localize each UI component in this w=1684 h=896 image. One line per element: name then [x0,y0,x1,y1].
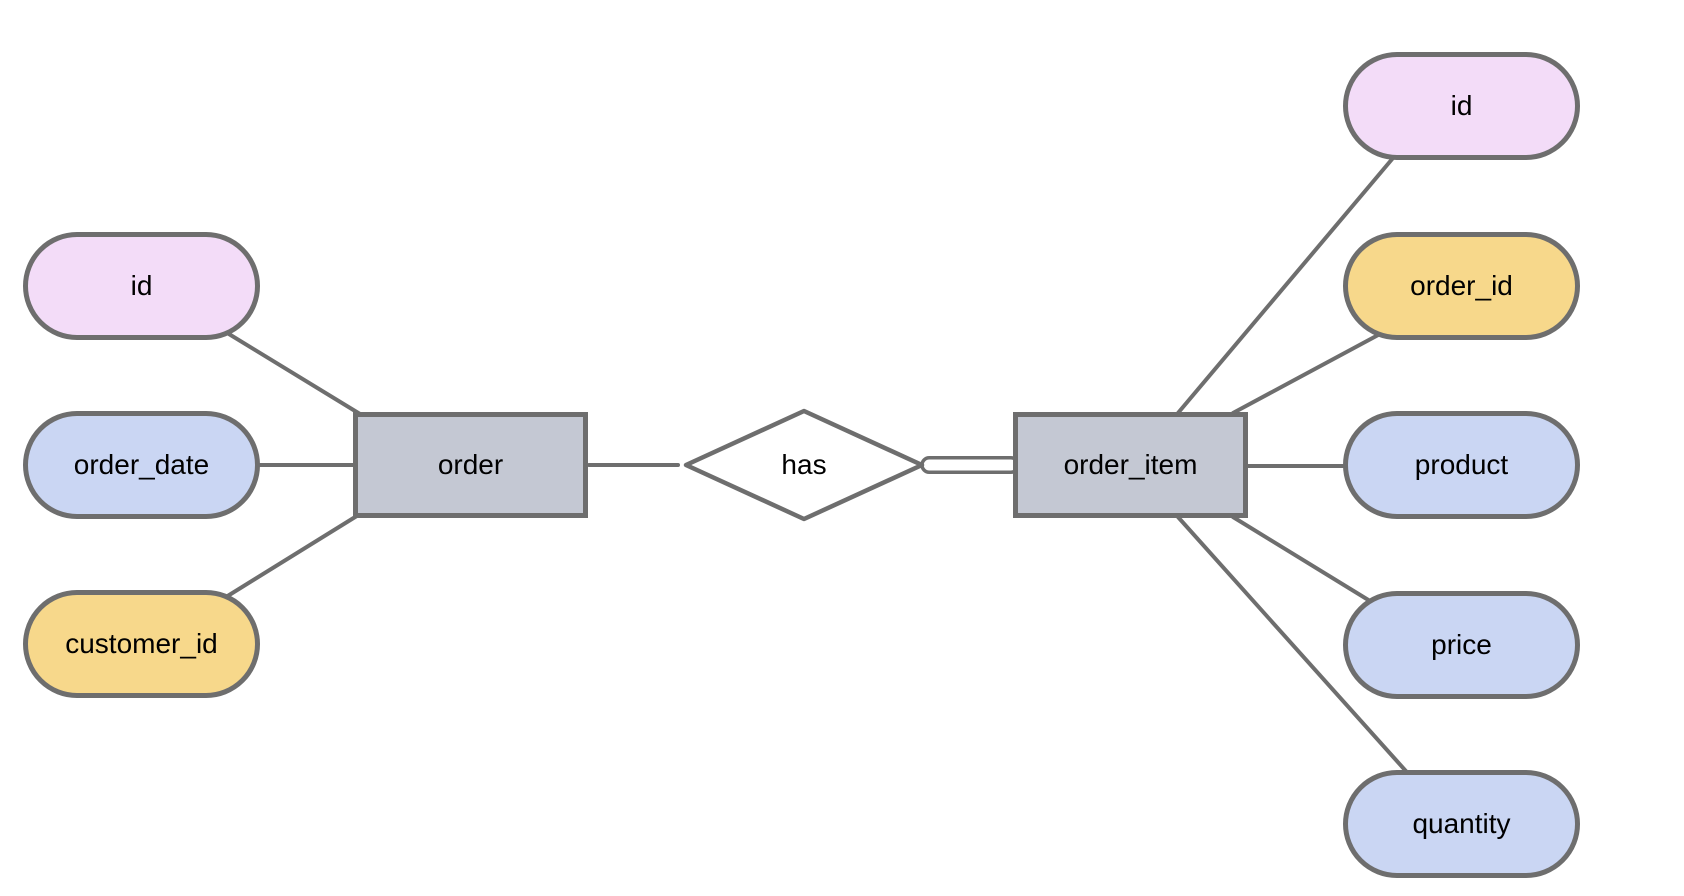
connector-order-item-price [1231,515,1372,603]
connector-order-item-quantity [1176,515,1415,781]
attribute-order-order-date-label: order_date [73,449,210,480]
attribute-order-item-price[interactable]: price [1343,591,1580,699]
attribute-order-item-quantity[interactable]: quantity [1343,770,1580,878]
entity-order-item[interactable]: order_item [1013,412,1248,518]
attribute-order-item-id[interactable]: id [1343,52,1580,160]
relationship-has-diamond[interactable] [683,408,925,522]
connector-order-id [222,329,362,416]
connector-has-order-item-double-line [920,456,1020,474]
attribute-order-item-order-id[interactable]: order_id [1343,232,1580,340]
entity-order-item-label: order_item [1063,449,1198,480]
connector-order-customer-id [224,512,362,599]
attribute-order-item-price-label: price [1431,629,1492,660]
entity-order-label: order [437,449,504,480]
attribute-order-customer-id-label: customer_id [65,628,218,659]
attribute-order-item-product-label: product [1414,449,1509,480]
connector-order-item-id [1176,156,1395,415]
connector-order-item-order-id [1231,332,1382,415]
attribute-order-item-order-id-label: order_id [1410,270,1513,301]
attribute-order-customer-id[interactable]: customer_id [23,590,260,698]
attribute-order-id-label: id [130,270,153,301]
attribute-order-order-date[interactable]: order_date [23,411,260,519]
attribute-order-item-id-label: id [1450,90,1473,121]
attribute-order-item-product[interactable]: product [1343,411,1580,519]
entity-order[interactable]: order [353,412,588,518]
attribute-order-item-quantity-label: quantity [1412,808,1511,839]
attribute-order-id[interactable]: id [23,232,260,340]
